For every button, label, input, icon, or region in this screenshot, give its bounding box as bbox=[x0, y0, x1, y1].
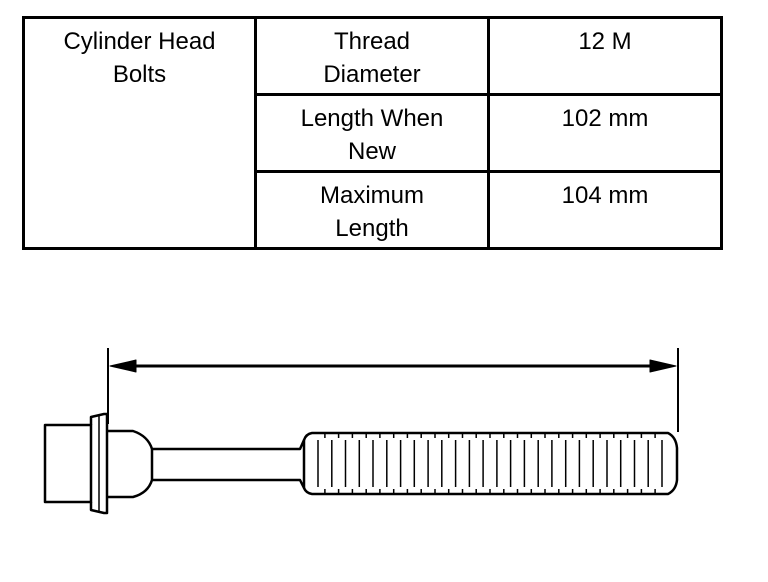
dimension-arrow-left bbox=[109, 359, 137, 373]
spec-row-thread-diameter: Cylinder Head Bolts Thread Diameter 12 M bbox=[22, 16, 723, 250]
spec-value-cell: 12 M bbox=[487, 16, 723, 96]
spec-row-max-length: Maximum Length 104 mm bbox=[24, 170, 723, 250]
spec-label-length-new: Length When New bbox=[300, 105, 444, 165]
spec-value-length-new: 102 mm bbox=[561, 105, 649, 132]
spec-value-thread-diameter: 12 M bbox=[578, 28, 632, 55]
component-name: Cylinder Head Bolts bbox=[63, 28, 216, 88]
component-cell: Cylinder Head Bolts bbox=[22, 16, 257, 250]
bolt-thread-outline bbox=[302, 431, 679, 496]
thread-marks bbox=[317, 433, 663, 494]
spec-value-cell: 102 mm bbox=[487, 93, 723, 173]
spec-label-thread-diameter: Thread Diameter bbox=[323, 28, 421, 88]
spec-label-cell: Maximum Length bbox=[254, 170, 490, 250]
spec-label-cell: Length When New bbox=[254, 93, 490, 173]
spec-value-cell: 104 mm bbox=[487, 170, 723, 250]
spec-row-length-new: Length When New 102 mm bbox=[24, 93, 723, 173]
bolt-head-flange bbox=[89, 412, 109, 515]
spec-label-cell: Thread Diameter bbox=[254, 16, 490, 96]
bolt-shank bbox=[152, 438, 306, 490]
bolt-spec-table: Cylinder Head Bolts Thread Diameter 12 M… bbox=[22, 16, 723, 250]
spec-label-max-length: Maximum Length bbox=[319, 182, 424, 242]
bolt-neck bbox=[107, 429, 154, 499]
spec-value-max-length: 104 mm bbox=[561, 182, 649, 209]
dimension-arrow-right bbox=[649, 359, 677, 373]
bolt-head-hex bbox=[43, 423, 93, 504]
